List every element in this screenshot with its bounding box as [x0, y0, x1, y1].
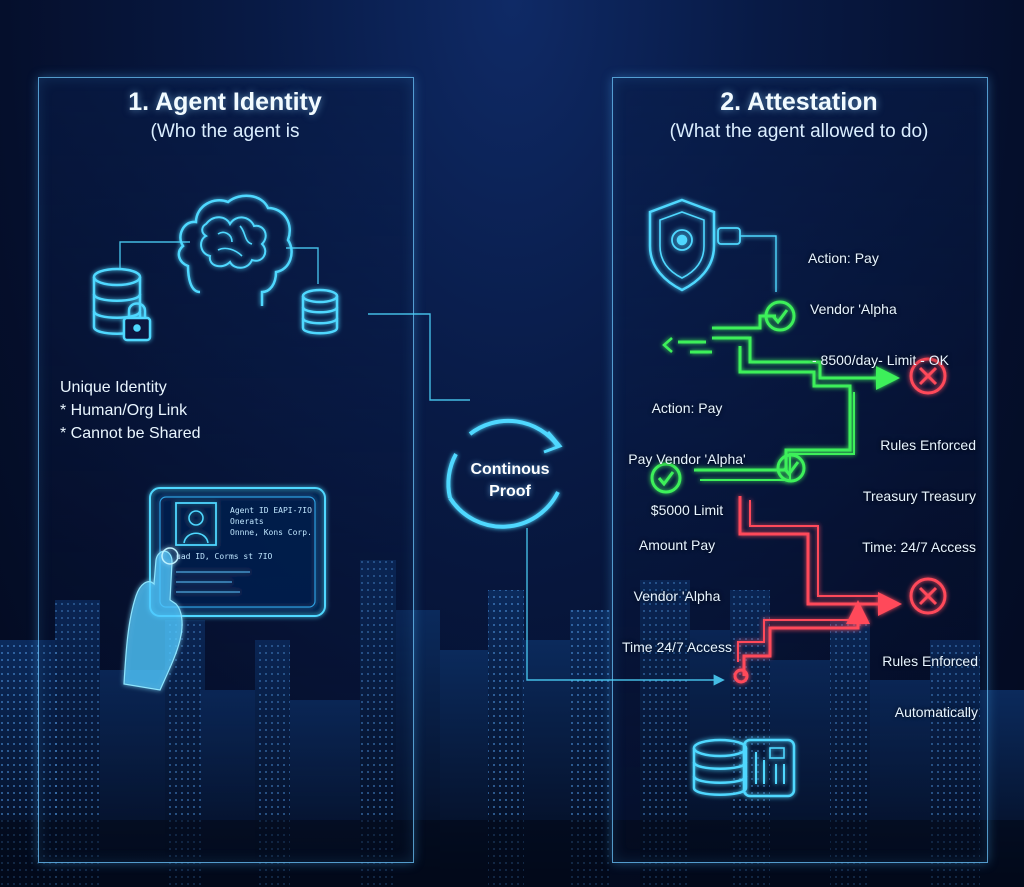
attestation-title: 2. Attestation [720, 88, 878, 116]
mid-action-line3: $5000 Limit [650, 502, 724, 518]
agent-identity-title: 1. Agent Identity [128, 88, 322, 116]
proof-to-attestation-connector [526, 528, 725, 686]
allowed-path-green [662, 314, 900, 481]
identity-properties: Unique Identity * Human/Org Link * Canno… [60, 376, 201, 445]
agent-identity-subtitle: (Who the agent is [150, 121, 300, 142]
top-action-line3: - 8500/day- Limit - OK [812, 352, 949, 368]
top-action-line1: Action: Pay [808, 250, 879, 266]
green-check-icon-left [650, 462, 682, 494]
locked-database-icon [92, 267, 152, 342]
continuous-proof-cycle-icon [446, 418, 563, 529]
agent-identity-panel [38, 77, 414, 863]
identity-point-not-shared: * Cannot be Shared [60, 425, 201, 442]
green-check-icon-middle [776, 453, 806, 483]
mid-action-line2: Pay Vendor 'Alpha' [628, 451, 746, 467]
rules-enforced-label-2: Rules Enforced Automatically [846, 619, 978, 738]
red-x-icon-bottom [909, 577, 947, 615]
amount-label: Amount Pay Vendor 'Alpha Time 24/7 Acces… [612, 503, 742, 673]
brain-head-icon [177, 194, 293, 306]
id-card-line-1: Agent ID EAPI-7IO [230, 506, 312, 515]
amount-line1: Amount Pay [638, 537, 716, 553]
shield-icon [648, 198, 777, 292]
hand-icon [123, 547, 183, 691]
id-card-icon [149, 487, 326, 617]
attestation-subtitle: (What the agent allowed to do) [669, 121, 929, 142]
top-action-label: Action: Pay Vendor 'Alpha - 8500/day- Li… [808, 216, 949, 386]
continuous-proof-label-line2: Proof [489, 483, 531, 500]
rules-enforced-1-line1: Rules Enforced [880, 437, 976, 453]
id-card-line-2: Onerats [230, 517, 264, 526]
brain-to-db-connector [286, 247, 319, 284]
mid-action-label: Action: Pay Pay Vendor 'Alpha' $5000 Lim… [612, 366, 762, 536]
identity-heading: Unique Identity [60, 379, 167, 396]
rules-enforced-1-line3: Time: 24/7 Access [862, 539, 976, 555]
id-card-line-3: Onnne, Kons Corp. [230, 528, 312, 537]
continuous-proof-label: Continous Proof [440, 459, 580, 503]
amount-line2: Vendor 'Alpha [633, 588, 721, 604]
brain-to-locked-db-connector [119, 241, 190, 268]
database-icon [301, 288, 339, 335]
id-card-line-4: uad ID, Corms st 7IO [176, 552, 273, 561]
identity-to-proof-connector [368, 313, 470, 401]
rules-enforced-2-line1: Rules Enforced [882, 653, 978, 669]
continuous-proof-label-line1: Continous [470, 461, 550, 478]
server-chip-icon [692, 738, 796, 798]
rules-enforced-1-line2: Treasury Treasury [862, 488, 976, 504]
attestation-panel [612, 77, 988, 863]
amount-line3: Time 24/7 Access [622, 639, 732, 655]
red-x-icon-top [909, 357, 947, 395]
rules-enforced-2-line2: Automatically [894, 704, 978, 720]
identity-point-org-link: * Human/Org Link [60, 402, 188, 419]
top-action-line2: Vendor 'Alpha [810, 301, 897, 317]
mid-action-line1: Action: Pay [651, 400, 723, 416]
rules-enforced-label-1: Rules Enforced Treasury Treasury Time: 2… [840, 403, 976, 573]
green-check-icon-top [764, 300, 796, 332]
denied-path-red [733, 496, 902, 684]
